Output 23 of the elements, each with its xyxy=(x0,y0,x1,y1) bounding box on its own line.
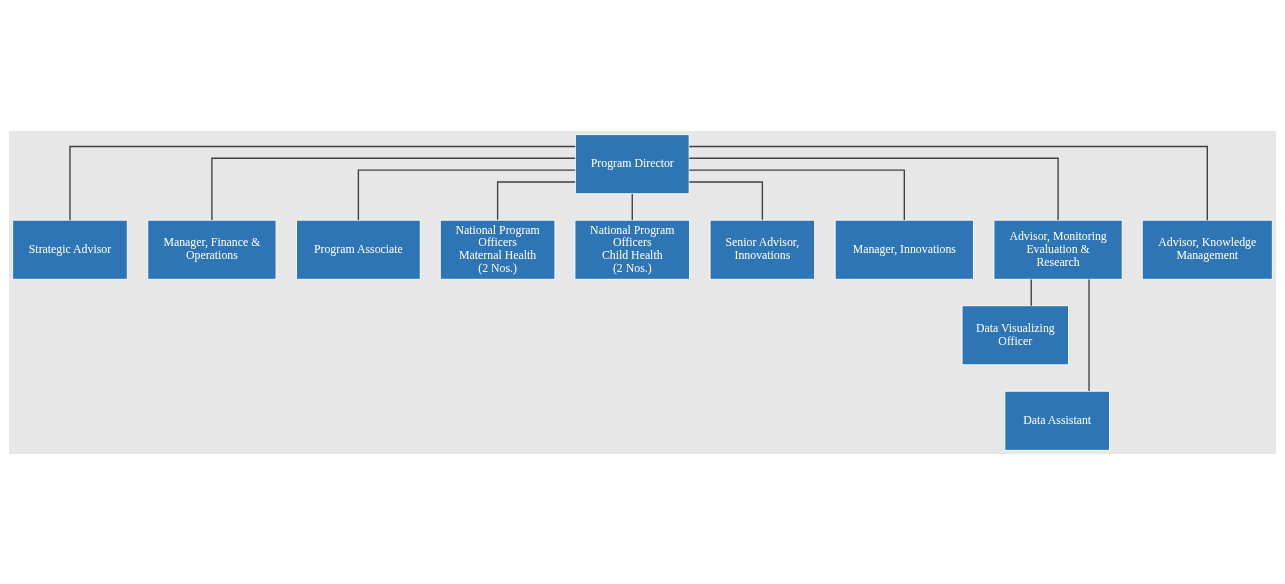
node-box: National Program Officers Child Health (2 Nos.) xyxy=(574,219,691,280)
connector xyxy=(631,192,633,221)
node-box: Program Associate xyxy=(296,219,421,280)
node-box: Advisor, Monitoring Evaluation & Research xyxy=(993,219,1123,280)
node-box: Advisor, Knowledge Management xyxy=(1141,219,1273,280)
connector xyxy=(211,157,576,221)
node-box: Data Visualizing Officer xyxy=(961,304,1069,365)
connector xyxy=(688,168,905,221)
connector xyxy=(1088,278,1090,392)
node-box: Senior Advisor, Innovations xyxy=(709,219,816,280)
node-box: Data Assistant xyxy=(1004,390,1110,451)
connector xyxy=(357,168,576,221)
connector xyxy=(496,180,576,220)
node-box: Strategic Advisor xyxy=(12,219,128,280)
connector xyxy=(688,180,764,220)
node-box: Manager, Innovations xyxy=(834,219,974,280)
node-box: Manager, Finance & Operations xyxy=(147,219,277,280)
connector xyxy=(1030,278,1032,306)
connector xyxy=(688,157,1059,221)
node-box: National Program Officers Maternal Health (2 Nos.) xyxy=(439,219,556,280)
node-box: Program Director xyxy=(574,133,690,194)
connector xyxy=(688,145,1208,221)
connector xyxy=(69,145,576,221)
